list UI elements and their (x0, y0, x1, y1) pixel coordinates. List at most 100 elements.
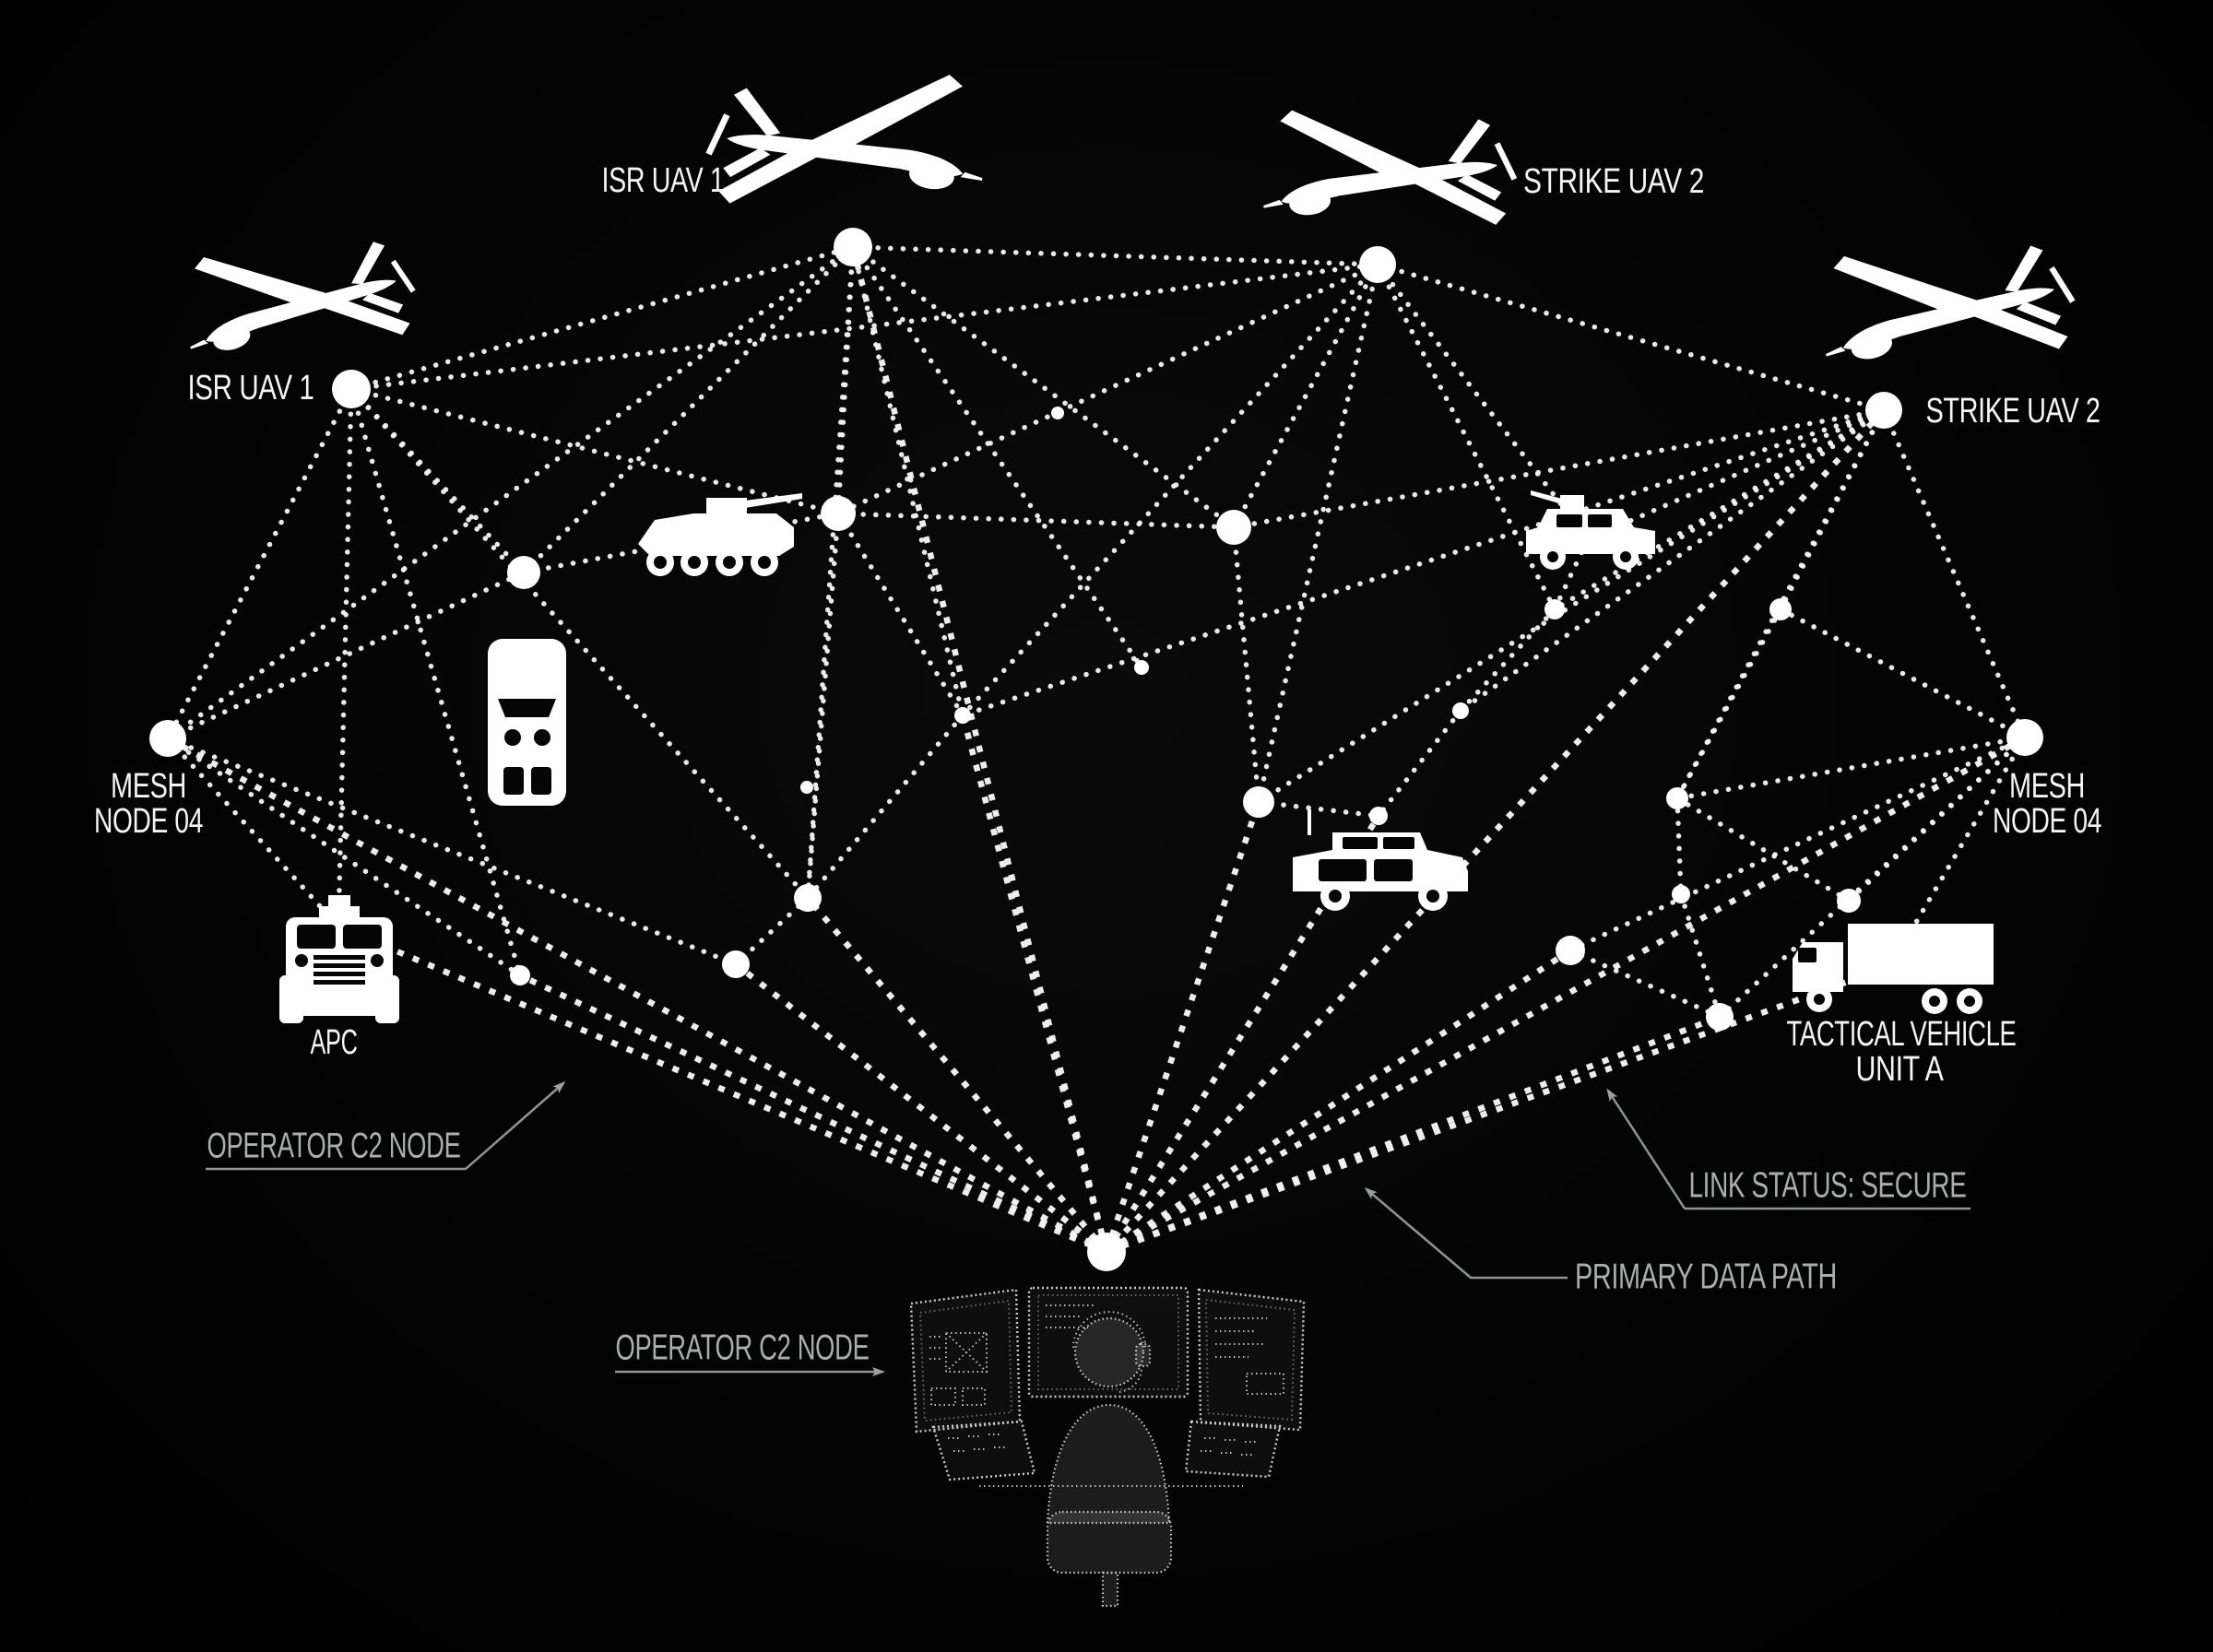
operator-c2-node-callout-left-label: OPERATOR C2 NODE (207, 1127, 461, 1166)
isr-uav-1-top-drone-icon (700, 46, 995, 234)
mesh-link (959, 714, 1110, 1253)
van-top-view-icon (488, 639, 566, 806)
mesh-link (1105, 948, 1572, 1255)
mesh-link (1375, 262, 1557, 612)
mesh-link (849, 246, 1110, 1253)
mesh-link (165, 736, 739, 967)
mesh-link (960, 407, 1887, 718)
mesh-link (165, 244, 856, 741)
apc-front-icon (279, 895, 399, 1023)
mesh-link (1678, 891, 1722, 1020)
mesh-links (165, 244, 2028, 1256)
mesh-link (1675, 407, 1887, 801)
mesh-link (1675, 796, 1684, 897)
relay-node (1556, 936, 1585, 965)
mesh-link (1375, 262, 1591, 542)
mesh-link (1778, 607, 2028, 740)
strike-uav-2-right-node (1865, 392, 1902, 429)
relay-node (794, 884, 822, 912)
mesh-link (518, 973, 1108, 1255)
mesh-link (1375, 262, 1887, 413)
relay-node (1243, 786, 1274, 818)
relay-node (1452, 702, 1469, 719)
mesh-link (165, 736, 523, 978)
relay-node (510, 965, 530, 985)
humvee-icon (1293, 809, 1468, 911)
strike-uav-2-top-drone-icon (1250, 80, 1523, 257)
isr-uav-1-left-label: ISR UAV 1 (188, 369, 314, 407)
mesh-link (1256, 262, 1380, 805)
operator-c2-node-callout-bottom-label: OPERATOR C2 NODE (616, 1328, 870, 1368)
mesh-link (337, 924, 1108, 1255)
mesh-link (349, 244, 856, 392)
mesh-node-04-right (2006, 719, 2043, 756)
mesh-link (835, 262, 1380, 516)
mesh-link (1675, 735, 2028, 801)
relay-node (821, 496, 856, 531)
mesh-link (734, 962, 1108, 1255)
mesh-node-04-left-label-line2: NODE 04 (94, 802, 203, 841)
mesh-link (336, 386, 354, 929)
primary-data-path-callout-label: PRIMARY DATA PATH (1575, 1257, 1837, 1297)
mesh-link (166, 736, 1108, 1255)
mesh-link (349, 386, 811, 901)
apc-label: APC (311, 1023, 358, 1062)
operator-workstation-icon (909, 1286, 1306, 1608)
relay-node (1051, 407, 1064, 419)
isr-uav-1-top-label: ISR UAV 1 (602, 161, 725, 200)
relay-node (1837, 889, 1861, 913)
mesh-link (1568, 948, 1722, 1020)
link-status-secure-callout-arrow (1606, 1088, 1686, 1210)
mesh-link (1256, 407, 1887, 805)
mesh-link (349, 386, 527, 575)
mesh-link (1376, 708, 1463, 819)
mesh-link (1675, 607, 1783, 801)
relay-node (1134, 660, 1149, 675)
relay-node (1544, 599, 1565, 620)
relay-node (1769, 598, 1792, 620)
mesh-link (165, 570, 527, 741)
mesh-link (805, 511, 841, 901)
mesh-link (165, 736, 341, 929)
mesh-node-04-right-label-line1: MESH (2009, 767, 2085, 806)
relay-node (800, 781, 813, 794)
mesh-link (835, 511, 965, 718)
supply-truck-icon (1793, 924, 1994, 1014)
mesh-node-04-left (149, 720, 186, 757)
tactical-vehicle-label-line2: UNIT A (1856, 1050, 1945, 1089)
relay-node (954, 707, 971, 724)
link-status-secure-callout-label: LINK STATUS: SECURE (1689, 1166, 1967, 1206)
mesh-link (1675, 796, 1852, 903)
wheeled-apc-icon (638, 493, 802, 576)
relay-node (1672, 885, 1690, 903)
relay-node (1666, 787, 1688, 809)
isr-uav-1-top-node (834, 228, 872, 266)
unit-icons (167, 46, 2086, 1608)
mesh-link (850, 244, 1380, 267)
mesh-node-04-right-label-line2: NODE 04 (1993, 802, 2101, 841)
mesh-link (960, 262, 1380, 718)
mesh-link (349, 386, 523, 978)
mesh-link (805, 244, 856, 901)
mesh-link (1568, 735, 2028, 953)
mesh-link (1231, 407, 1887, 530)
operator-c2-hub-node (1087, 1233, 1126, 1271)
mesh-link (1458, 407, 1887, 714)
mesh-link (1105, 962, 1892, 1256)
mesh-link (1104, 814, 1381, 1254)
mesh-link (1231, 525, 1261, 805)
mesh-link (850, 244, 965, 718)
strike-uav-2-right-label: STRIKE UAV 2 (1926, 392, 2101, 431)
relay-node (507, 556, 540, 589)
mesh-node-04-left-label-line1: MESH (111, 767, 186, 806)
mesh-link (805, 895, 1109, 1255)
mesh-link (1881, 407, 2028, 740)
mesh-link (850, 244, 1144, 670)
mesh-link (165, 386, 354, 741)
operator-c2-node-callout-left-arrow (465, 1081, 566, 1170)
mesh-link (850, 244, 1237, 530)
mesh-link (349, 386, 841, 516)
mesh-link (1256, 799, 1381, 819)
